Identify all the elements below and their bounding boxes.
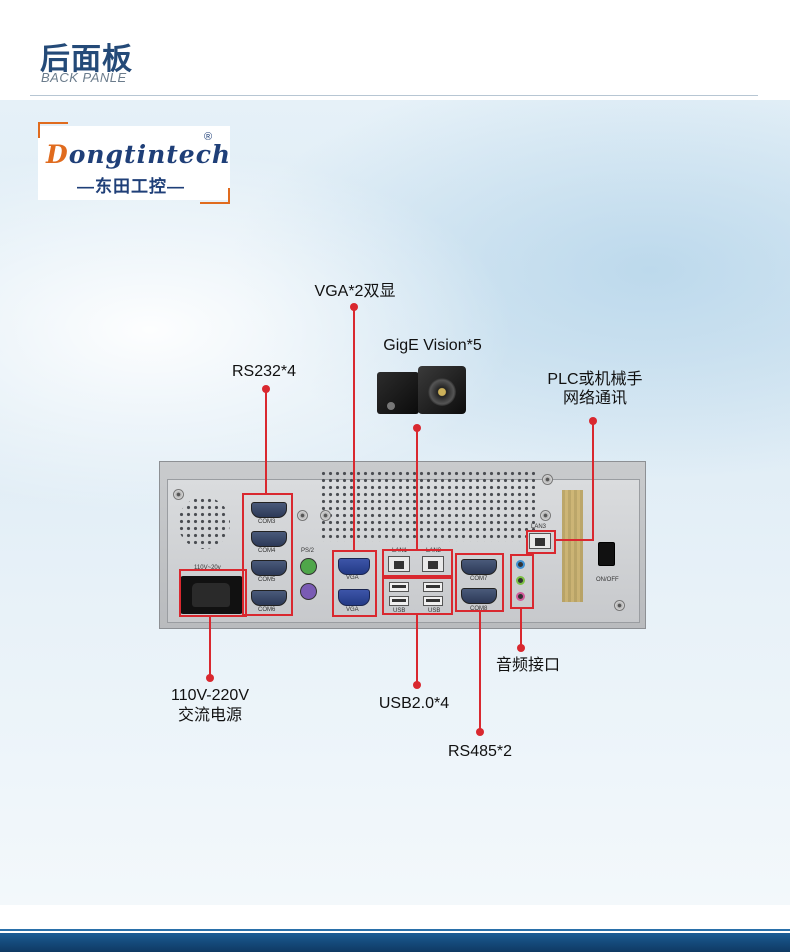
usb-label-right: USB <box>428 608 441 614</box>
ps2-label: PS/2 <box>301 548 315 554</box>
expansion-slot <box>562 490 583 602</box>
com4-label: COM4 <box>258 548 276 554</box>
lan3-highlight-box <box>526 530 556 554</box>
logo-brand-rest: ongtintech <box>68 140 232 169</box>
fan-vent-grille <box>178 497 230 549</box>
usb-port-2 <box>389 596 409 606</box>
audio-line-out-jack <box>516 576 525 585</box>
com5-port <box>251 560 287 576</box>
screw-icon <box>297 510 308 521</box>
vga-port-2 <box>338 589 370 606</box>
power-callout-label-1: 110V-220V <box>171 687 249 704</box>
rs232-highlight-box <box>242 493 293 616</box>
vga-callout-label: VGA*2双显 <box>314 283 396 300</box>
com4-port <box>251 531 287 547</box>
page-subtitle: BACK PANLE <box>41 70 127 85</box>
gige-camera-large-icon <box>418 366 466 414</box>
usb-label-left: USB <box>393 608 406 614</box>
vga-label-2: VGA <box>346 607 359 613</box>
vga-leader-line <box>353 307 355 550</box>
plc-callout-label-1: PLC或机械手 <box>547 371 643 388</box>
logo-chinese-name: —东田工控— <box>77 177 185 196</box>
camera-lens-small <box>387 402 395 410</box>
registered-mark: ® <box>204 131 213 143</box>
usb-callout-label: USB2.0*4 <box>378 695 450 712</box>
voltage-label: 110V~20v <box>194 565 221 571</box>
lan-highlight-box <box>382 549 453 577</box>
com3-label: COM3 <box>258 519 276 525</box>
com8-port <box>461 588 497 604</box>
power-callout-dot <box>206 674 214 682</box>
lan1-port <box>388 556 410 572</box>
plc-leader-line-horizontal <box>556 539 594 541</box>
audio-highlight-box <box>510 554 534 609</box>
com6-label: COM6 <box>258 607 276 613</box>
footer-bar <box>0 929 790 952</box>
audio-leader-line <box>520 609 522 647</box>
gige-leader-line <box>416 428 418 549</box>
screw-icon <box>614 600 625 611</box>
audio-line-in-jack <box>516 560 525 569</box>
plc-leader-line-vertical <box>592 421 594 541</box>
ac-power-inlet <box>180 576 243 614</box>
lan1-label: LAN1 <box>392 548 408 554</box>
com7-label: COM7 <box>470 576 488 582</box>
ps2-keyboard-port <box>300 583 317 600</box>
usb-callout-dot <box>413 681 421 689</box>
plc-callout-label-2: 网络通讯 <box>562 390 627 407</box>
logo-corner-bottom-right <box>200 188 230 204</box>
brand-logo: Dongtintech ® —东田工控— <box>38 122 231 204</box>
power-highlight-box <box>179 569 247 617</box>
com3-port <box>251 502 287 518</box>
camera-lens-large <box>428 378 456 406</box>
lan3-label: LAN3 <box>531 524 547 530</box>
rs485-callout-dot <box>476 728 484 736</box>
audio-callout-dot <box>517 644 525 652</box>
rs485-leader-line <box>479 612 481 730</box>
lan2-label: LAN2 <box>426 548 442 554</box>
logo-brand-initial: D <box>46 140 69 169</box>
rs232-callout-label: RS232*4 <box>231 363 297 380</box>
audio-mic-jack <box>516 592 525 601</box>
page-title: 后面板 <box>40 43 133 76</box>
power-leader-line <box>209 617 211 677</box>
usb-port-4 <box>423 596 443 606</box>
usb-port-3 <box>423 582 443 592</box>
com6-port <box>251 590 287 606</box>
ps2-mouse-port <box>300 558 317 575</box>
vga-port-1 <box>338 558 370 575</box>
vga-label-1: VGA <box>346 575 359 581</box>
screw-icon <box>320 510 331 521</box>
screw-icon <box>173 489 184 500</box>
title-divider <box>30 95 758 96</box>
usb-leader-line <box>416 615 418 685</box>
top-vent-grille <box>320 470 535 542</box>
rs485-callout-label: RS485*2 <box>447 743 513 760</box>
com8-label: COM8 <box>470 606 488 612</box>
rs485-highlight-box <box>455 553 504 612</box>
power-callout-label-2: 交流电源 <box>177 707 242 724</box>
screw-icon <box>542 474 553 485</box>
com5-label: COM5 <box>258 577 276 583</box>
audio-callout-label: 音频接口 <box>495 657 560 674</box>
gige-camera-small-icon <box>377 372 419 414</box>
on-off-label: ON/OFF <box>596 577 619 583</box>
logo-corner-top-left <box>38 122 68 138</box>
gige-callout-label: GigE Vision*5 <box>383 337 482 354</box>
vga-highlight-box <box>332 550 377 617</box>
usb-highlight-box <box>382 577 453 615</box>
lan3-port <box>529 533 551 549</box>
usb-port-1 <box>389 582 409 592</box>
rs232-leader-line <box>265 389 267 493</box>
com7-port <box>461 559 497 575</box>
screw-icon <box>540 510 551 521</box>
power-switch <box>598 542 615 566</box>
lan2-port <box>422 556 444 572</box>
logo-brand-text: Dongtintech <box>46 140 231 169</box>
